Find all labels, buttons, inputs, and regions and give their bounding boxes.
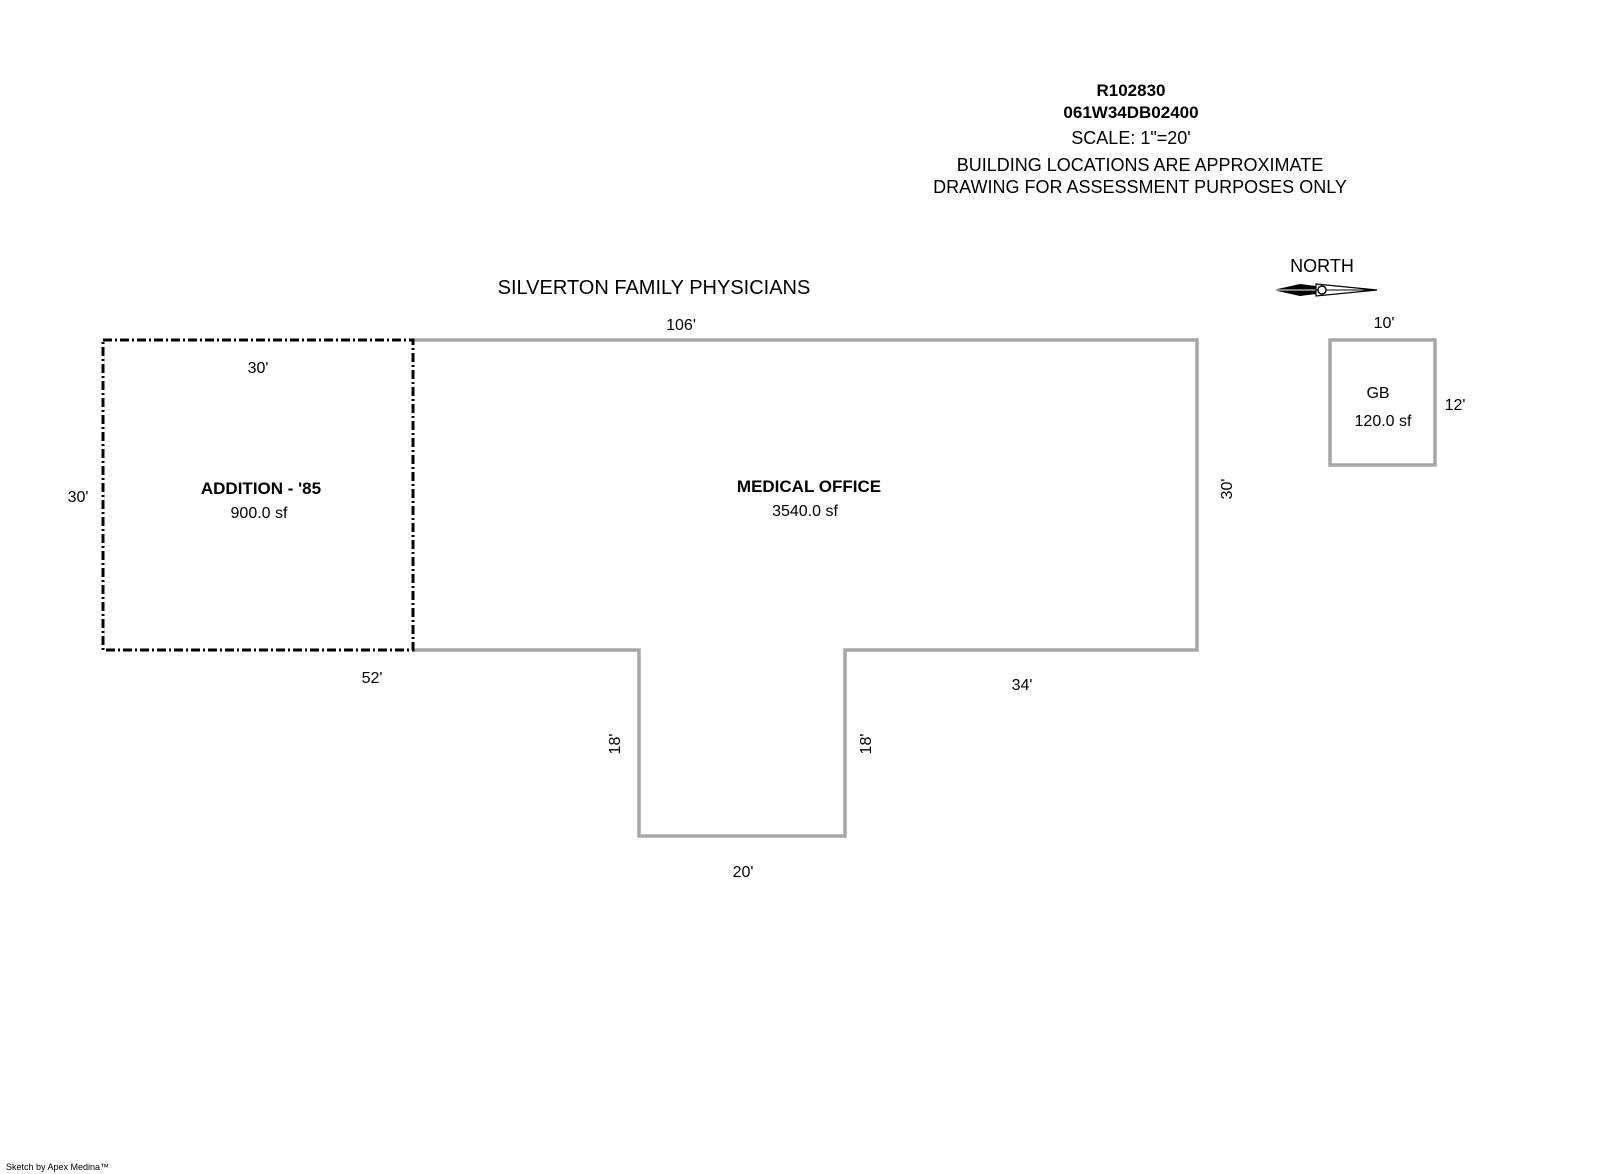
dim-wing-bottom: 20': [733, 864, 754, 881]
addition-name: ADDITION - '85: [201, 479, 321, 498]
dim-bottom-right: 34': [1012, 677, 1033, 694]
north-arrow-icon: [1273, 283, 1378, 297]
scale-label: SCALE: 1"=20': [1071, 128, 1190, 148]
garage-name: GB: [1366, 385, 1389, 402]
dim-office-top: 106': [666, 317, 696, 334]
header-block: R102830 061W34DB02400 SCALE: 1"=20' BUIL…: [933, 81, 1347, 197]
dim-wing-right: 18': [858, 734, 875, 755]
medical-office-area: 3540.0 sf: [772, 503, 838, 520]
dim-office-right: 30': [1219, 479, 1236, 500]
medical-office-outline: [413, 338, 1199, 838]
medical-office-name: MEDICAL OFFICE: [737, 477, 881, 496]
dim-addition-left: 30': [68, 489, 89, 506]
map-tax-lot: 061W34DB02400: [1063, 103, 1198, 122]
garage-area: 120.0 sf: [1355, 413, 1412, 430]
addition-outline: [101, 338, 415, 652]
dim-garage-top: 10': [1374, 315, 1395, 332]
dim-wing-left: 18': [607, 734, 624, 755]
sketch-credit: Sketch by Apex Medina™: [6, 1162, 109, 1172]
account-number: R102830: [1096, 81, 1165, 100]
dim-garage-right: 12': [1445, 397, 1466, 414]
addition-area: 900.0 sf: [231, 505, 288, 522]
north-label: NORTH: [1290, 256, 1354, 276]
sketch-title: SILVERTON FAMILY PHYSICIANS: [498, 277, 811, 299]
note-approximate: BUILDING LOCATIONS ARE APPROXIMATE: [957, 155, 1323, 175]
dim-bottom-left: 52': [362, 670, 383, 687]
north-arrow: NORTH: [1273, 256, 1378, 297]
dim-addition-top: 30': [248, 360, 269, 377]
garage-outline: [1328, 338, 1437, 467]
note-assessment: DRAWING FOR ASSESSMENT PURPOSES ONLY: [933, 177, 1347, 197]
